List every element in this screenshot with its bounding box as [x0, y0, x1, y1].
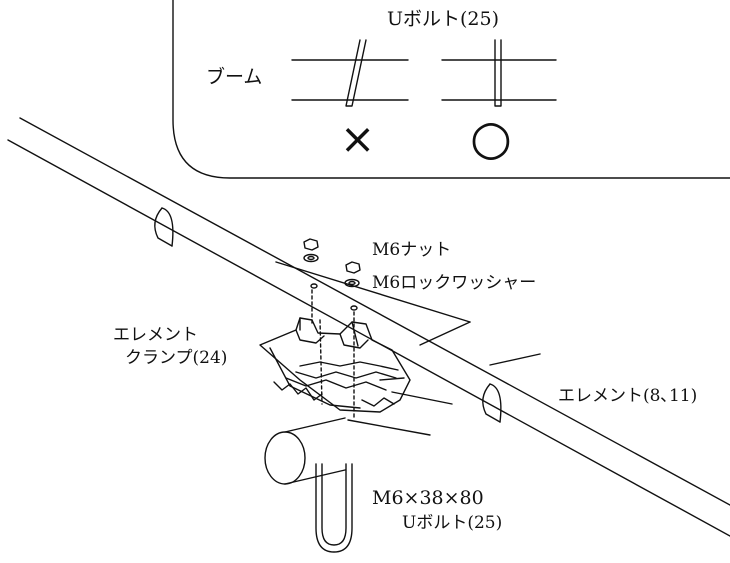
inset-correct-mark: ○ — [470, 110, 512, 166]
inset-correct-example — [441, 39, 557, 107]
element-pipe-stub — [264, 417, 346, 485]
ubolt-name-label: Uボルト(25) — [402, 513, 503, 533]
boom-pipe — [7, 117, 730, 537]
element-label: エレメント(8､11) — [558, 386, 698, 406]
inset-border — [172, 0, 730, 179]
inset-boom-label: ブーム — [206, 66, 263, 88]
nut-label: M6ナット — [372, 240, 452, 260]
inset-ubolt-label: Uボルト(25) — [387, 8, 500, 30]
nut-stack-left — [303, 238, 319, 326]
u-bolt — [315, 463, 353, 553]
element-clamp-label-line1: エレメント — [113, 325, 198, 345]
lock-washer-label: M6ロックワッシャー — [372, 273, 537, 293]
element-clamp-label-line2: クランプ(24) — [125, 348, 228, 368]
mounting-plate — [275, 261, 541, 436]
inset-callout — [172, 0, 730, 179]
inset-wrong-mark: × — [340, 114, 376, 163]
element-clamp — [259, 317, 411, 413]
inset-wrong-example — [291, 39, 409, 107]
ubolt-size-label: M6×38×80 — [372, 487, 484, 509]
